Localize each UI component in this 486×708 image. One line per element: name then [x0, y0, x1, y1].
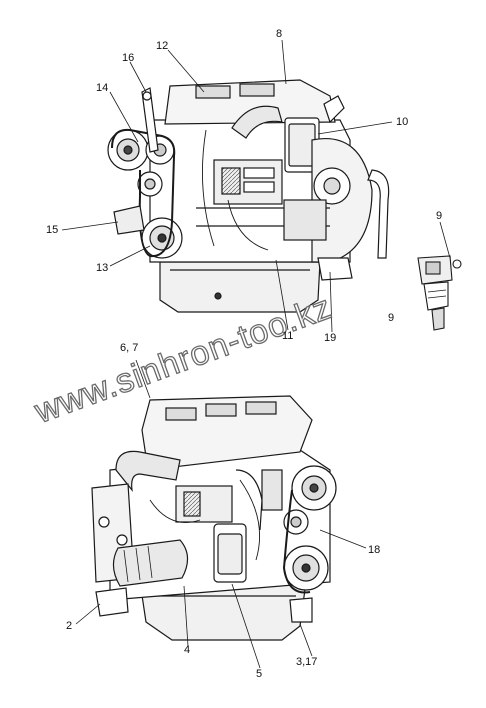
callout-3-17: 3,17 — [296, 656, 318, 668]
callout-11: 11 — [282, 330, 294, 342]
sensor-part-illustration — [417, 255, 462, 331]
callout-2: 2 — [66, 620, 73, 632]
callout-13: 13 — [96, 262, 109, 274]
callout-10: 10 — [396, 116, 409, 128]
callout-8: 8 — [276, 28, 283, 40]
callout-9-bottom: 9 — [388, 312, 395, 324]
callout-15: 15 — [46, 224, 59, 236]
callout-12: 12 — [156, 40, 169, 52]
callout-9-top: 9 — [436, 210, 443, 222]
callout-19: 19 — [324, 332, 337, 344]
callout-5: 5 — [256, 668, 263, 680]
callout-4: 4 — [184, 644, 191, 656]
callout-16: 16 — [122, 52, 135, 64]
callout-18: 18 — [368, 544, 381, 556]
callout-6-7: 6, 7 — [120, 342, 139, 354]
callout-14: 14 — [96, 82, 109, 94]
bottom-engine-illustration — [91, 395, 337, 641]
top-engine-illustration — [107, 79, 390, 313]
leader-lines — [61, 39, 451, 669]
